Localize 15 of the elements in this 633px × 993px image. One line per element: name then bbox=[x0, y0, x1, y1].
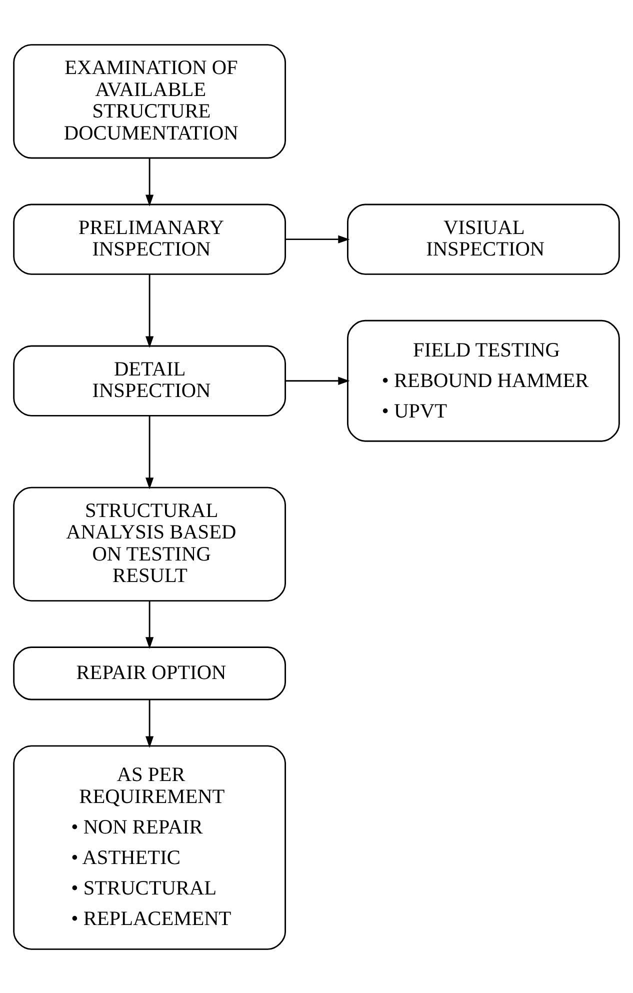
arrow bbox=[145, 600, 154, 648]
node-box: EXAMINATION OF AVAILABLE STRUCTURE DOCUMENTATION bbox=[13, 44, 286, 158]
arrow bbox=[145, 274, 154, 348]
node-box: FIELD TESTING • REBOUND HAMMER • UPVT bbox=[346, 319, 620, 442]
node-box: PRELIMANARY INSPECTION bbox=[13, 203, 286, 274]
node-box: STRUCTURAL ANALYSIS BASED ON TESTING RESULT bbox=[13, 486, 286, 602]
arrow bbox=[145, 158, 154, 206]
arrow bbox=[286, 234, 350, 243]
arrow bbox=[286, 376, 350, 384]
node-box: AS PER REQUIREMENT • NON REPAIR • ASTHETIC • STRUCTURAL • REPLACEMENT bbox=[13, 744, 286, 950]
node-box: VISIUAL INSPECTION bbox=[346, 203, 620, 274]
arrow bbox=[145, 699, 154, 748]
arrow bbox=[145, 415, 154, 489]
node-box: REPAIR OPTION bbox=[13, 646, 286, 700]
node-box: DETAIL INSPECTION bbox=[13, 344, 286, 416]
